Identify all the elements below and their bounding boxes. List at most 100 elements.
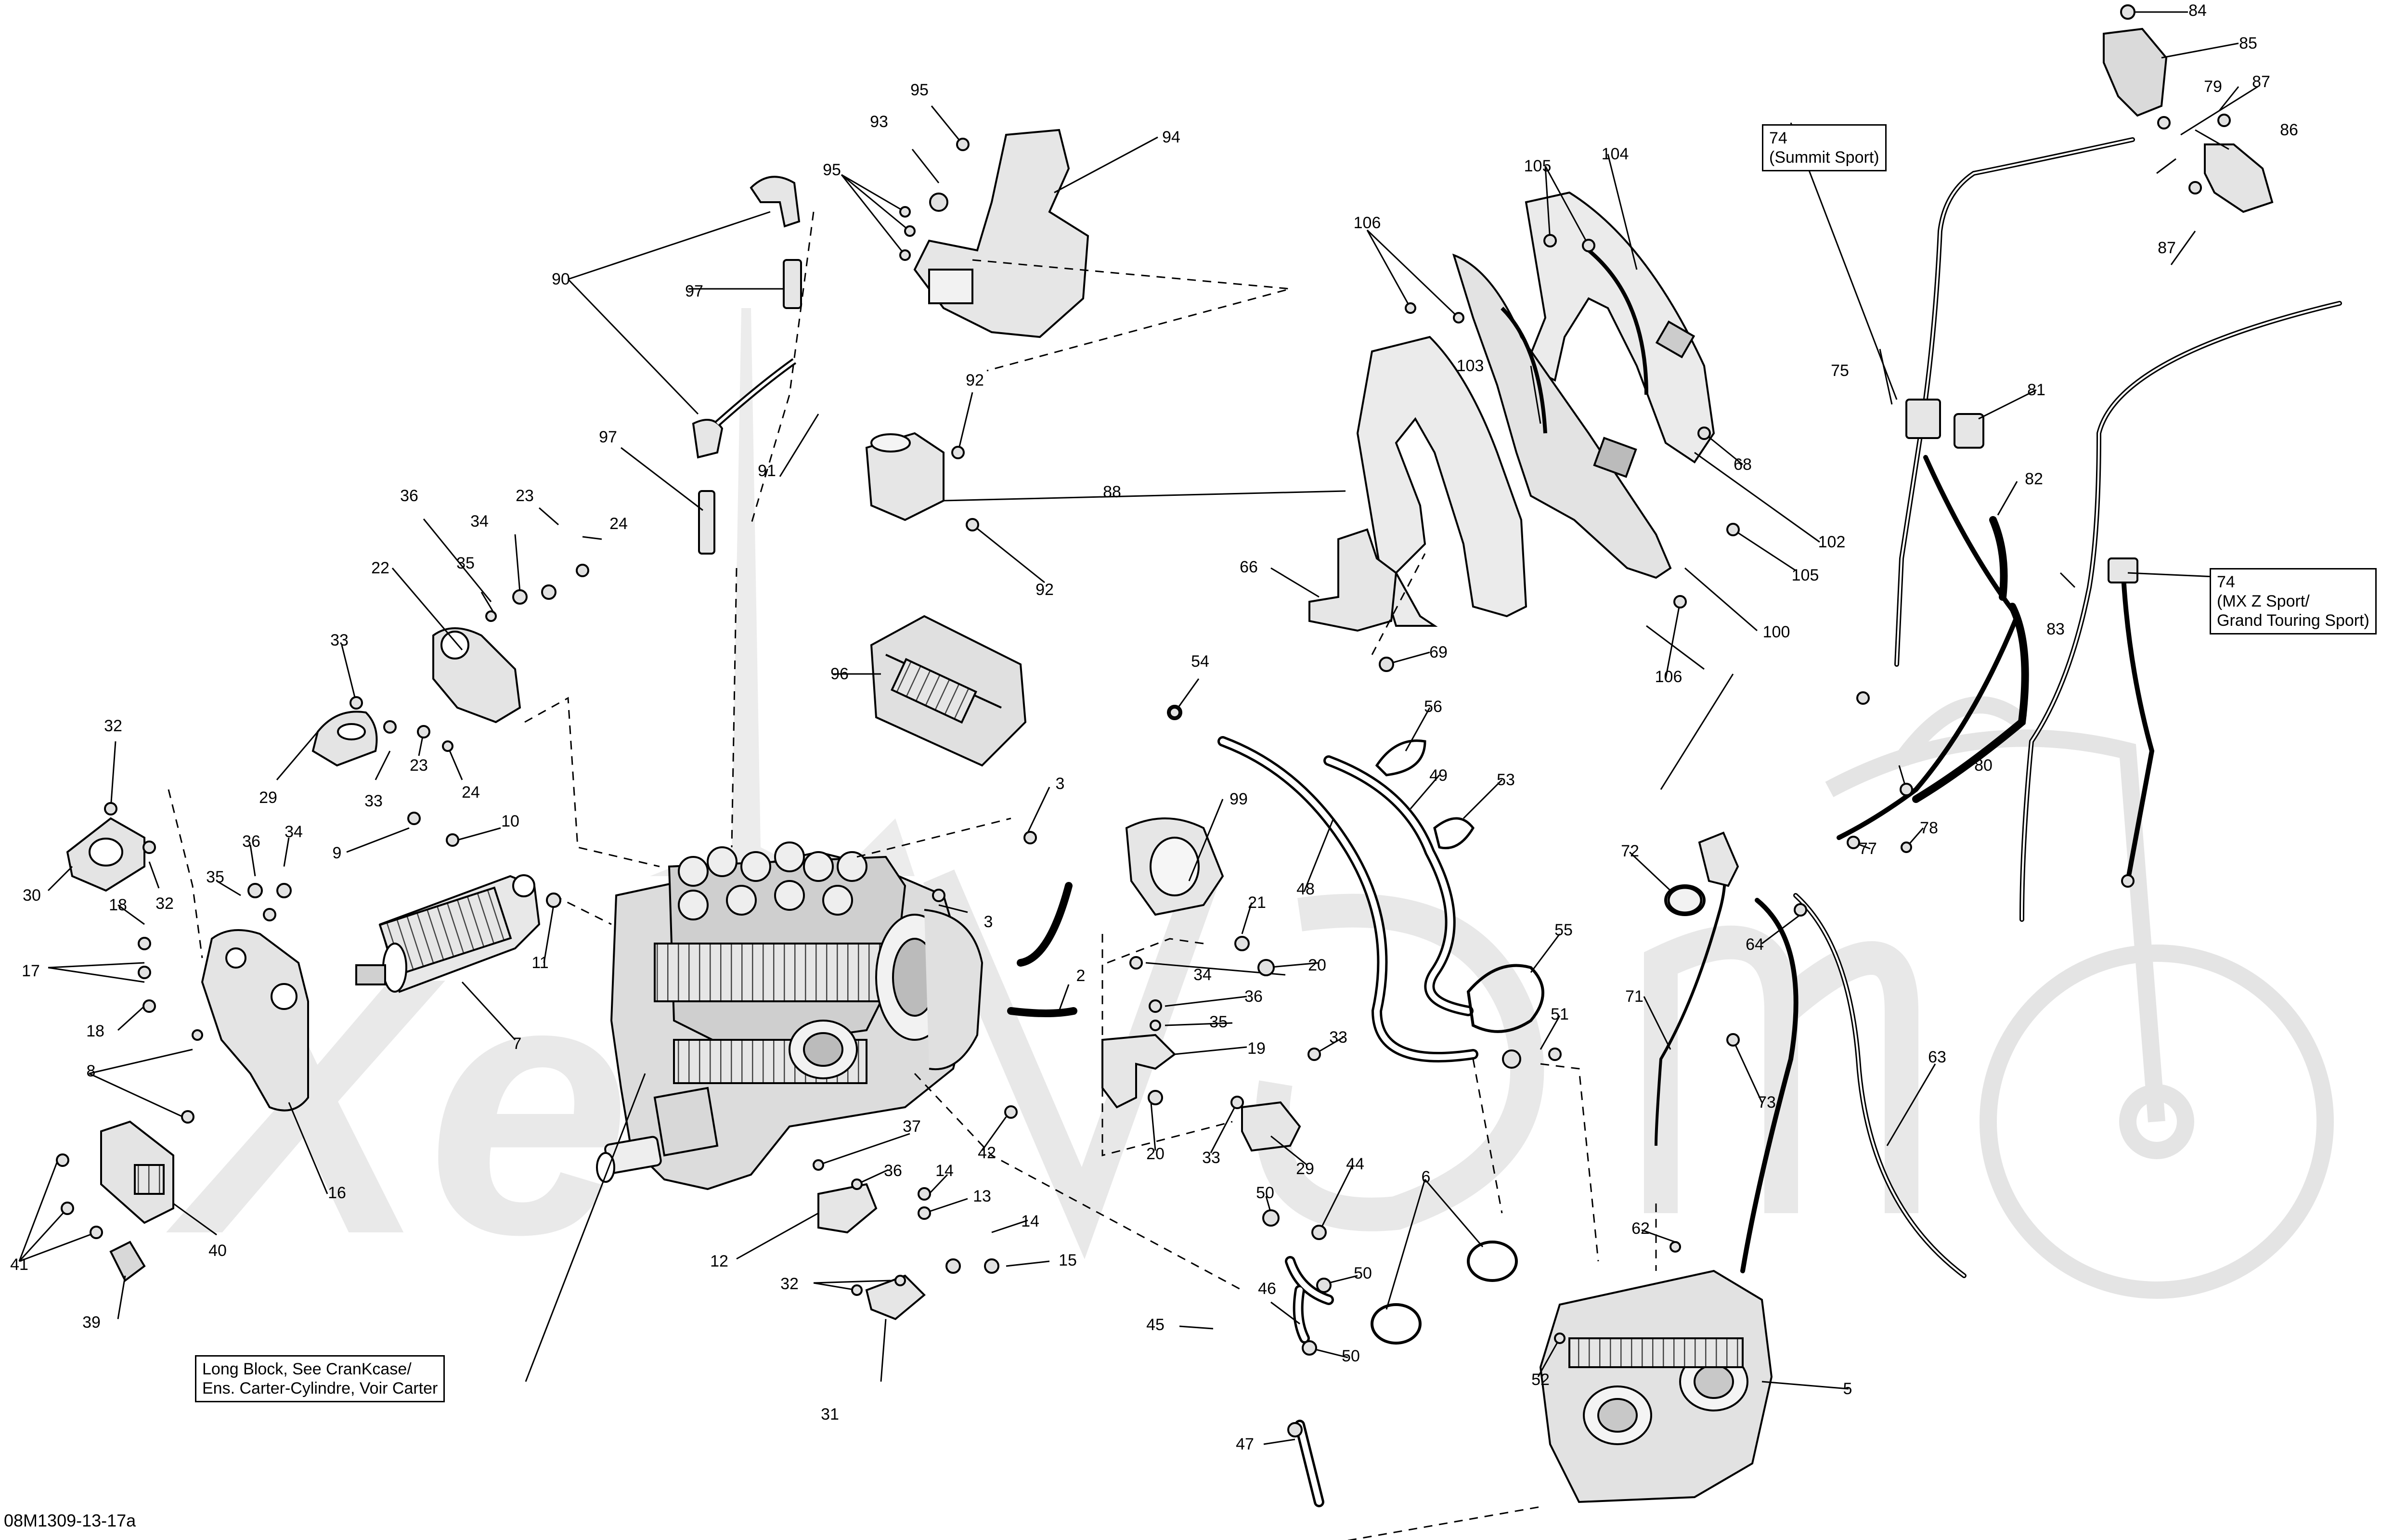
- callout-32: 32: [780, 1275, 799, 1293]
- callout-99: 99: [1229, 790, 1248, 808]
- callout-49: 49: [1429, 766, 1448, 785]
- callout-73: 73: [1758, 1093, 1776, 1112]
- throttle-body-5: [1539, 1269, 1773, 1503]
- callout-95: 95: [823, 161, 841, 179]
- callout-100: 100: [1762, 623, 1790, 641]
- callout-22: 22: [371, 559, 389, 577]
- connector-71: [1698, 831, 1739, 887]
- note-long-block-line-2: Ens. Carter-Cylindre, Voir Carter: [202, 1379, 438, 1398]
- callout-34: 34: [285, 823, 303, 841]
- document-code: 08M1309-13-17a: [4, 1511, 136, 1530]
- callout-104: 104: [1601, 145, 1629, 163]
- callout-72: 72: [1621, 842, 1639, 860]
- cap-72: [1667, 886, 1703, 914]
- note-mxz-line-2: (MX Z Sport/: [2217, 592, 2310, 611]
- callout-14: 14: [935, 1162, 954, 1180]
- callout-66: 66: [1240, 558, 1258, 576]
- callout-106: 106: [1655, 668, 1682, 686]
- callout-23: 23: [410, 756, 428, 775]
- callout-45: 45: [1146, 1316, 1165, 1334]
- callout-29: 29: [259, 789, 277, 807]
- callout-103: 103: [1456, 357, 1484, 375]
- callout-21: 21: [1248, 893, 1266, 912]
- callout-78: 78: [1920, 819, 1938, 837]
- rubber-mount-29b: [1241, 1101, 1301, 1152]
- callout-54: 54: [1191, 652, 1209, 671]
- callout-92: 92: [966, 371, 984, 389]
- note-mxz-line-1: 74: [2217, 573, 2235, 591]
- callout-32: 32: [155, 894, 174, 913]
- small-hose-2: [1007, 882, 1077, 1017]
- callout-92: 92: [1035, 581, 1054, 599]
- callout-44: 44: [1346, 1155, 1364, 1173]
- callout-82: 82: [2025, 470, 2043, 488]
- callout-51: 51: [1551, 1005, 1569, 1023]
- callout-75: 75: [1831, 362, 1849, 380]
- callout-36: 36: [242, 832, 260, 851]
- callout-40: 40: [208, 1242, 227, 1260]
- callout-30: 30: [23, 886, 41, 905]
- callout-53: 53: [1497, 771, 1515, 789]
- coolant-hoses-inner: [1220, 738, 1476, 1505]
- callout-19: 19: [1247, 1039, 1266, 1058]
- ecu-96: [870, 615, 1027, 767]
- callout-3: 3: [1055, 775, 1065, 793]
- callout-97: 97: [599, 428, 617, 446]
- callout-79: 79: [2204, 78, 2222, 96]
- callout-105: 105: [1524, 157, 1552, 175]
- junction-74: [1905, 399, 2138, 583]
- callout-83: 83: [2046, 620, 2065, 638]
- callout-102: 102: [1818, 533, 1846, 551]
- ignition-bracket-94: [913, 129, 1089, 338]
- bracket-40: [100, 1120, 174, 1224]
- callout-64: 64: [1746, 935, 1764, 954]
- callout-46: 46: [1258, 1280, 1276, 1298]
- engine-mount-30: [66, 817, 145, 892]
- callout-48: 48: [1296, 880, 1315, 898]
- callout-52: 52: [1531, 1371, 1550, 1389]
- callout-77: 77: [1859, 840, 1877, 858]
- callout-23: 23: [516, 487, 534, 505]
- callout-35: 35: [1209, 1013, 1228, 1031]
- callout-71: 71: [1625, 987, 1643, 1006]
- callout-81: 81: [2027, 381, 2045, 399]
- engine-mount-bracket: [432, 627, 521, 724]
- callout-35: 35: [456, 554, 475, 572]
- callout-62: 62: [1631, 1219, 1650, 1238]
- note-long-block-line-1: Long Block, See CranKcase/: [202, 1360, 412, 1378]
- callout-29: 29: [1296, 1160, 1314, 1178]
- callout-36: 36: [400, 487, 418, 505]
- callout-95: 95: [910, 81, 929, 99]
- assembly-lines: [168, 211, 1657, 1540]
- callout-50: 50: [1354, 1264, 1372, 1282]
- callout-11: 11: [531, 954, 549, 972]
- spark-plug-97: [698, 259, 802, 555]
- note-summit-line-2: (Summit Sport): [1769, 148, 1879, 167]
- note-mxz-line-3: Grand Touring Sport): [2217, 611, 2369, 630]
- spark-plug-cap-90: [692, 176, 801, 459]
- callout-33: 33: [330, 631, 349, 649]
- callout-15: 15: [1059, 1251, 1077, 1269]
- callout-18: 18: [86, 1022, 104, 1040]
- callout-85: 85: [2239, 34, 2257, 52]
- exhaust-bracket-19: [1101, 1034, 1177, 1109]
- callout-106: 106: [1353, 214, 1381, 232]
- callout-17: 17: [22, 962, 40, 980]
- gasket-56-53: [1375, 739, 1475, 850]
- callout-36: 36: [1244, 987, 1263, 1006]
- housing-85: [2103, 27, 2168, 117]
- heat-shield-100: [1356, 336, 1527, 627]
- callout-97: 97: [685, 282, 703, 300]
- callout-87: 87: [2252, 73, 2270, 91]
- callout-7: 7: [512, 1035, 522, 1053]
- callout-34: 34: [1193, 966, 1212, 984]
- callout-34: 34: [470, 512, 489, 531]
- callout-5: 5: [1843, 1380, 1852, 1398]
- callout-88: 88: [1103, 483, 1121, 501]
- callout-24: 24: [609, 515, 628, 533]
- callout-47: 47: [1236, 1435, 1254, 1453]
- ignition-coil-88: [865, 432, 945, 521]
- throttle-cables-inner: [1795, 139, 2341, 1277]
